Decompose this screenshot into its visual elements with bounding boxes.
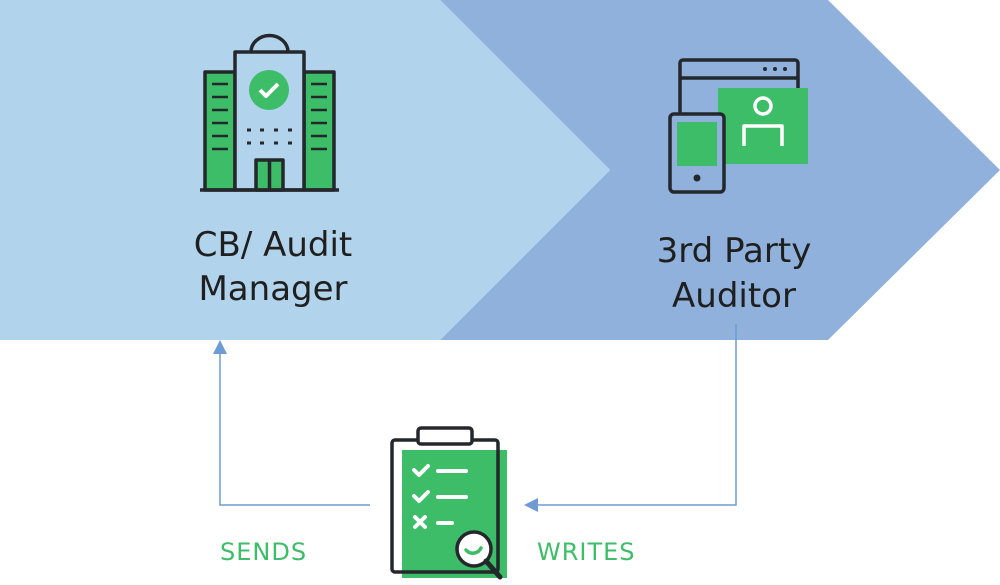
auditor-label-line2: Auditor	[672, 276, 796, 316]
monitor-and-phone-user-icon	[668, 58, 808, 194]
writes-label: WRITES	[537, 538, 636, 566]
office-building-with-badge-icon	[200, 33, 339, 192]
writes-connector	[524, 324, 737, 512]
clipboard-checklist-magnifier-icon	[390, 426, 507, 580]
writes-arrowhead	[524, 498, 538, 512]
sends-arrowhead	[213, 340, 227, 354]
manager-label-line1: CB/ Audit	[194, 225, 353, 265]
sends-connector	[213, 340, 370, 506]
sends-label: SENDS	[220, 538, 307, 566]
manager-label-line2: Manager	[198, 269, 347, 309]
auditor-label-line1: 3rd Party	[657, 231, 812, 271]
